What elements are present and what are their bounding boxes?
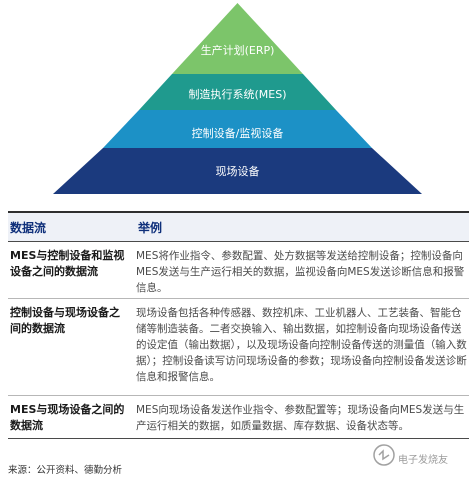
table-row: 控制设备与现场设备之间的数据流 现场设备包括各种传感器、数控机床、工业机器人、工… [8, 299, 469, 396]
pyramid-diagram [53, 3, 422, 194]
row-flow: 控制设备与现场设备之间的数据流 [10, 306, 120, 335]
table-row: MES与控制设备和监视设备之间的数据流 MES将作业指令、参数配置、处方数据等发… [8, 242, 469, 299]
source-note: 来源：公开资料、德勤分析 [8, 465, 123, 476]
row-example: MES将作业指令、参数配置、处方数据等发送给控制设备；控制设备向MES发送与生产… [136, 250, 465, 294]
row-flow: MES与现场设备之间的数据流 [10, 403, 125, 432]
pyramid-tier-field [53, 148, 422, 194]
pyramid-label-erp: 生产计划(ERP) [200, 44, 275, 57]
header-dataflow: 数据流 [10, 220, 47, 235]
table-header: 数据流 举例 [8, 213, 469, 242]
pyramid-label-mes: 制造执行系统(MES) [188, 88, 287, 101]
watermark-logo: 电子发烧友 [372, 443, 472, 479]
watermark-icon [373, 444, 395, 466]
row-flow: MES与控制设备和监视设备之间的数据流 [10, 249, 125, 278]
pyramid-tier-erp [172, 3, 303, 74]
pyramid-label-field: 现场设备 [215, 165, 260, 178]
pyramid-label-control: 控制设备/监视设备 [191, 127, 284, 140]
watermark-text: 电子发烧友 [398, 455, 448, 466]
table-row: MES与现场设备之间的数据流 MES向现场设备发送作业指令、参数配置等；现场设备… [8, 396, 469, 439]
pyramid-tier-mes [139, 74, 336, 110]
row-example: 现场设备包括各种传感器、数控机床、工业机器人、工艺装备、智能仓储等制造装备。二者… [136, 307, 467, 383]
dataflow-table: 数据流 举例 MES与控制设备和监视设备之间的数据流 MES将作业指令、参数配置… [8, 211, 469, 439]
header-example: 举例 [138, 220, 163, 235]
row-example: MES向现场设备发送作业指令、参数配置等；现场设备向MES发送与生产运行相关的数… [136, 404, 465, 432]
pyramid-tier-control [103, 110, 372, 148]
